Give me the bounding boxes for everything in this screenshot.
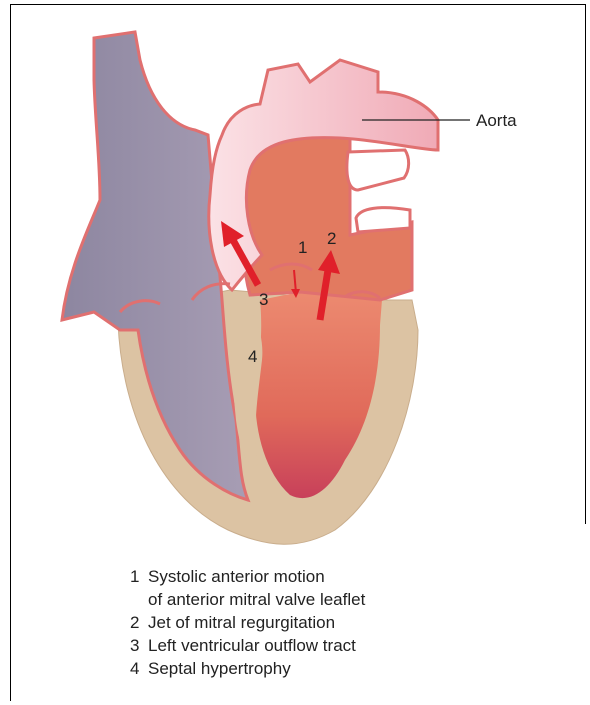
legend-number: 1: [130, 565, 148, 588]
legend-text: Septal hypertrophy: [148, 657, 291, 680]
legend-text: Jet of mitral regurgitation: [148, 611, 335, 634]
legend-number: 3: [130, 634, 148, 657]
number-label-1: 1: [298, 238, 307, 257]
number-label-3: 3: [259, 290, 268, 309]
legend-number: 2: [130, 611, 148, 634]
pulmonary-vein-notch: [347, 150, 409, 190]
legend-number: 4: [130, 657, 148, 680]
legend-item-3: 3 Left ventricular outflow tract: [130, 634, 365, 657]
aorta-label: Aorta: [476, 111, 517, 130]
legend-text: Systolic anterior motion: [148, 565, 325, 588]
legend-item-2: 2 Jet of mitral regurgitation: [130, 611, 365, 634]
number-label-2: 2: [327, 229, 336, 248]
legend-item-1: 1 Systolic anterior motion: [130, 565, 365, 588]
legend-number: [130, 588, 148, 611]
legend-text: of anterior mitral valve leaflet: [148, 588, 365, 611]
number-label-4: 4: [248, 347, 257, 366]
pulmonary-vein-notch-lower: [356, 208, 410, 232]
legend-item-4: 4 Septal hypertrophy: [130, 657, 365, 680]
legend: 1 Systolic anterior motion of anterior m…: [130, 565, 365, 680]
legend-text: Left ventricular outflow tract: [148, 634, 356, 657]
legend-item-1-continued: of anterior mitral valve leaflet: [130, 588, 365, 611]
